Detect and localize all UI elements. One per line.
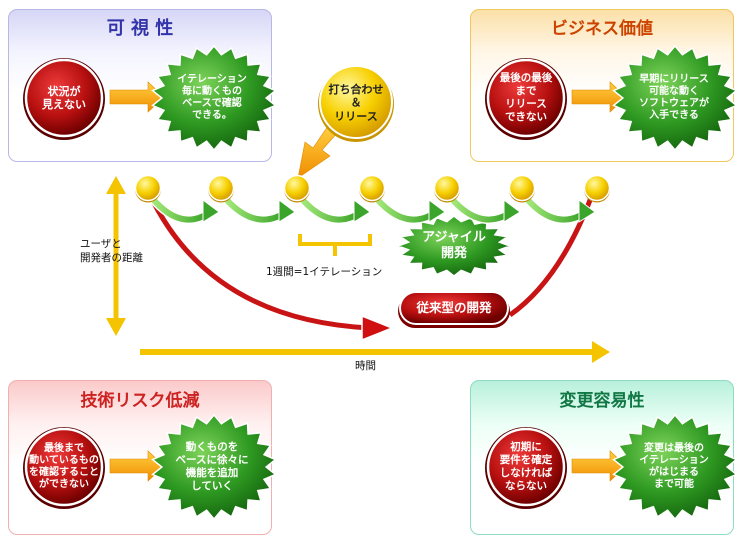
risk-solution-text: 動くものを ベースに徐々に 機能を追加 していく [175,441,249,492]
risk-problem-text: 最後まで 動いているもの を確認すること ができない [29,442,99,491]
business-solution-text: 早期にリリース 可能な動く ソフトウェアが 入手できる [639,73,709,122]
distance-label: ユーザと 開発者の距離 [80,238,143,264]
iteration-dot [433,174,461,202]
business-title: ビジネス価値 [551,19,653,39]
iteration-dot [508,174,536,202]
iteration-dot [134,174,162,202]
iteration-dot [583,174,611,202]
iteration-arrowhead [278,199,296,223]
iteration-dot [207,174,235,202]
meeting-pointer [297,125,339,179]
iteration-arrowhead [353,199,371,223]
agile-burst [395,215,513,277]
visibility-title: 可 視 性 [106,18,174,39]
iteration-dots [134,174,611,203]
iteration-arrowhead [503,199,521,223]
red-circles [23,58,567,509]
risk-title: 技術リスク低減 [80,391,200,411]
axes [106,176,610,363]
iteration-arrowhead [202,199,220,223]
change-problem-text: 初期に 要件を確定 しなければ ならない [499,441,553,492]
green-bursts [151,44,738,521]
time-label: 時間 [355,360,376,372]
iteration-dot [283,174,311,202]
visibility-problem-text: 状況が 見えない [42,84,86,111]
agile-label: アジャイル 開発 [422,230,486,261]
panel-arrows [109,81,627,482]
iteration-label: 1週間=1イテレーション [266,266,383,278]
business-problem-text: 最後の最後 まで リリース できない [499,72,553,123]
change-title: 変更容易性 [559,391,645,411]
waterfall-label: 従来型の開発 [416,300,492,316]
risk-solution-burst [151,413,277,521]
iteration-arrowhead [428,199,446,223]
visibility-solution-burst [151,44,277,152]
business-solution-burst [612,44,738,152]
iteration-bracket [298,234,372,256]
change-solution-text: 変更は最後の イテレーション がはじまる まで可能 [639,442,709,491]
change-solution-burst [612,413,738,521]
visibility-solution-text: イテレーション 毎に動くもの ベースで確認 できる。 [177,73,247,122]
iteration-arrowhead [578,199,596,223]
iteration-dot [358,174,386,202]
iteration-arcs [148,194,596,224]
meeting-release-label: 打ち合わせ ＆ リリース [328,82,384,123]
